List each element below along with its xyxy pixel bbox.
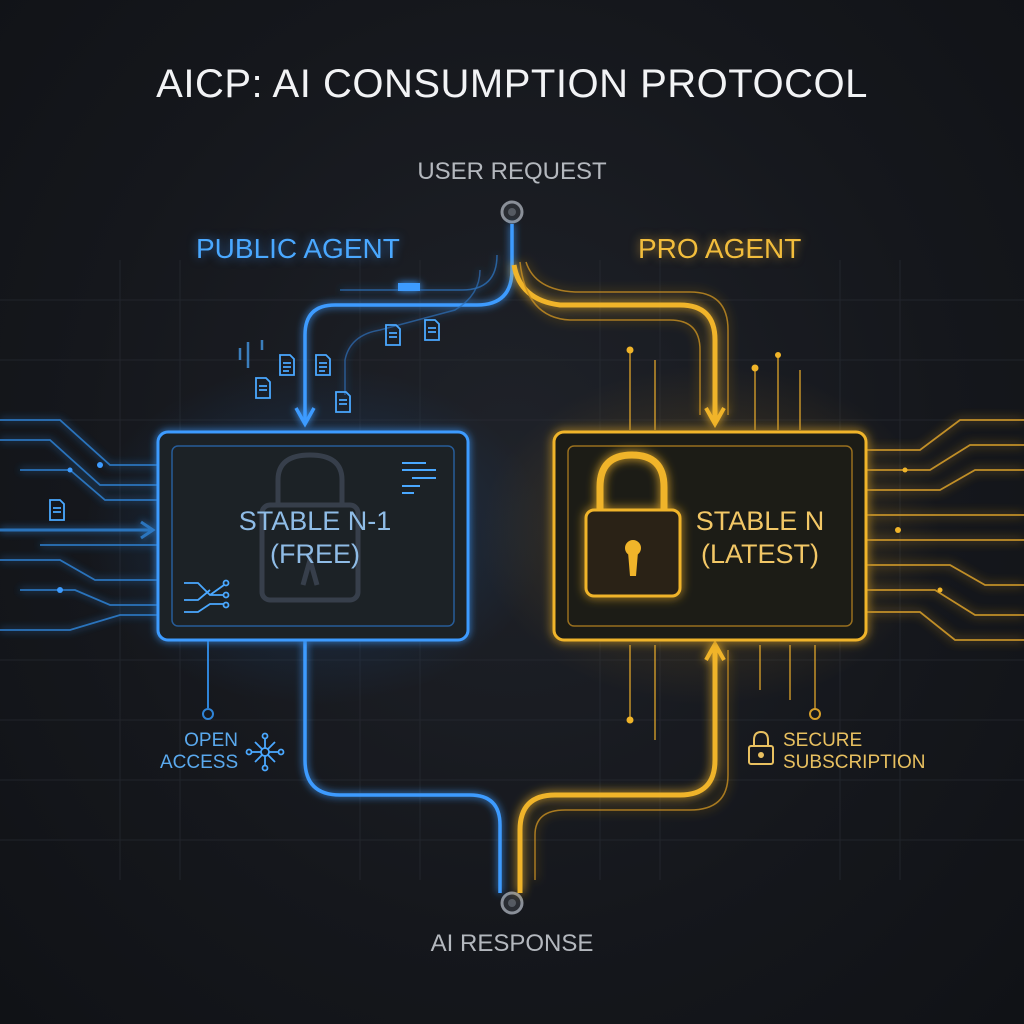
left-circuit-dots: [57, 462, 103, 593]
document-icon: [385, 324, 401, 346]
public-agent-box-label: STABLE N-1 (FREE): [172, 505, 458, 571]
document-icons: [49, 319, 440, 521]
document-icon: [49, 499, 65, 521]
ai-response-node: [500, 891, 524, 915]
right-circuit-traces: [866, 419, 1024, 641]
public-box-line2: (FREE): [270, 539, 360, 569]
public-box-line1: STABLE N-1: [238, 506, 392, 536]
public-agent-title: PUBLIC AGENT: [196, 233, 400, 264]
user-request-node: [500, 200, 524, 224]
document-icon: [424, 319, 440, 341]
pro-box-line1: STABLE N: [695, 506, 825, 536]
pro-agent-box-label: STABLE N (LATEST): [640, 505, 880, 571]
document-icon: [279, 354, 295, 376]
document-icon: [335, 391, 351, 413]
menu-lines-icon: [402, 462, 436, 494]
page-title: AICP: AI CONSUMPTION PROTOCOL: [156, 62, 868, 106]
public-agent-box: [156, 430, 470, 642]
pro-trace-dots: [626, 346, 781, 724]
document-icon: [255, 377, 271, 399]
open-access-line2: ACCESS: [160, 752, 239, 773]
left-circuit-traces: [0, 419, 158, 631]
open-access-note: OPEN ACCESS: [160, 730, 238, 774]
network-icon: [245, 732, 285, 772]
document-icon: [315, 354, 331, 376]
secure-connector-node: [809, 708, 821, 720]
ai-response-label: AI RESPONSE: [430, 930, 594, 957]
pro-response-path: [517, 639, 729, 893]
open-access-connector: [202, 640, 214, 720]
public-response-path: [303, 640, 502, 893]
pro-box-line2: (LATEST): [700, 539, 819, 569]
pro-agent-box: [552, 430, 868, 642]
padlock-icon: [584, 451, 682, 598]
right-circuit-dots: [895, 467, 943, 593]
public-request-path: [294, 224, 514, 428]
secure-line1: SECURE: [783, 730, 863, 751]
secure-subscription-note: SECURE SUBSCRIPTION: [783, 730, 926, 774]
open-access-line1: OPEN: [184, 730, 238, 751]
keyhole-icon: [625, 540, 641, 576]
user-request-label: USER REQUEST: [417, 158, 607, 185]
pro-vertical-traces: [629, 350, 816, 740]
pro-agent-title: PRO AGENT: [638, 233, 802, 264]
padlock-icon: [259, 452, 361, 603]
secure-line2: SUBSCRIPTION: [783, 752, 926, 773]
circuit-icon: [184, 579, 230, 613]
pro-request-path: [511, 261, 729, 429]
lock-icon: [748, 730, 774, 765]
